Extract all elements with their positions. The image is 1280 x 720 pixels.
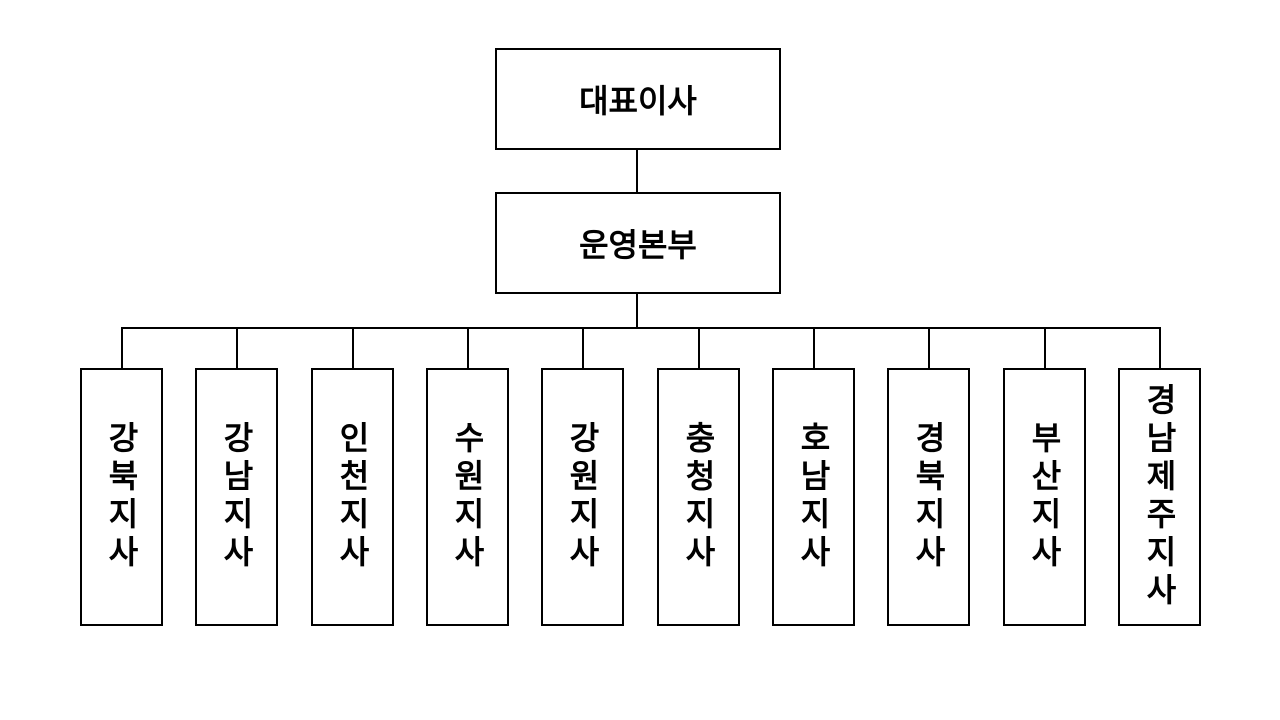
org-node-branch-incheon: 인천지사 [311,368,394,626]
org-node-branch-label: 강북지사 [103,421,140,573]
connector-branch-5 [582,327,584,368]
connector-ceo-division [636,150,638,193]
org-node-branch-label: 호남지사 [795,421,832,573]
org-node-branch-label: 경북지사 [910,421,947,573]
org-node-branch-gangbuk: 강북지사 [80,368,163,626]
org-node-branch-gangwon: 강원지사 [541,368,624,626]
org-node-ceo-label: 대표이사 [579,83,697,119]
org-node-branch-label: 부산지사 [1026,421,1063,573]
org-node-division-label: 운영본부 [579,227,697,263]
connector-branch-7 [813,327,815,368]
org-node-branch-suwon: 수원지사 [426,368,509,626]
connector-branch-9 [1044,327,1046,368]
org-node-branch-honam: 호남지사 [772,368,855,626]
org-node-branch-label: 인천지사 [334,421,371,573]
connector-branch-1 [121,327,123,368]
org-node-branch-chungcheong: 충청지사 [657,368,740,626]
org-node-branch-busan: 부산지사 [1003,368,1086,626]
connector-branch-8 [928,327,930,368]
connector-branch-10 [1159,327,1161,368]
org-node-branch-label: 충청지사 [680,421,717,573]
connector-bus [121,327,1161,329]
org-node-ceo: 대표이사 [495,48,781,150]
org-node-branch-label: 수원지사 [449,421,486,573]
org-node-branch-gangnam: 강남지사 [195,368,278,626]
org-node-division: 운영본부 [495,192,781,294]
org-node-branch-gyeongnam-jeju: 경남제주지사 [1118,368,1201,626]
connector-branch-2 [236,327,238,368]
org-node-branch-label: 경남제주지사 [1141,383,1178,611]
connector-branch-4 [467,327,469,368]
org-node-branch-label: 강원지사 [564,421,601,573]
org-node-branch-gyeongbuk: 경북지사 [887,368,970,626]
connector-branch-3 [352,327,354,368]
org-node-branch-label: 강남지사 [218,421,255,573]
connector-division-bus [636,293,638,329]
connector-branch-6 [698,327,700,368]
